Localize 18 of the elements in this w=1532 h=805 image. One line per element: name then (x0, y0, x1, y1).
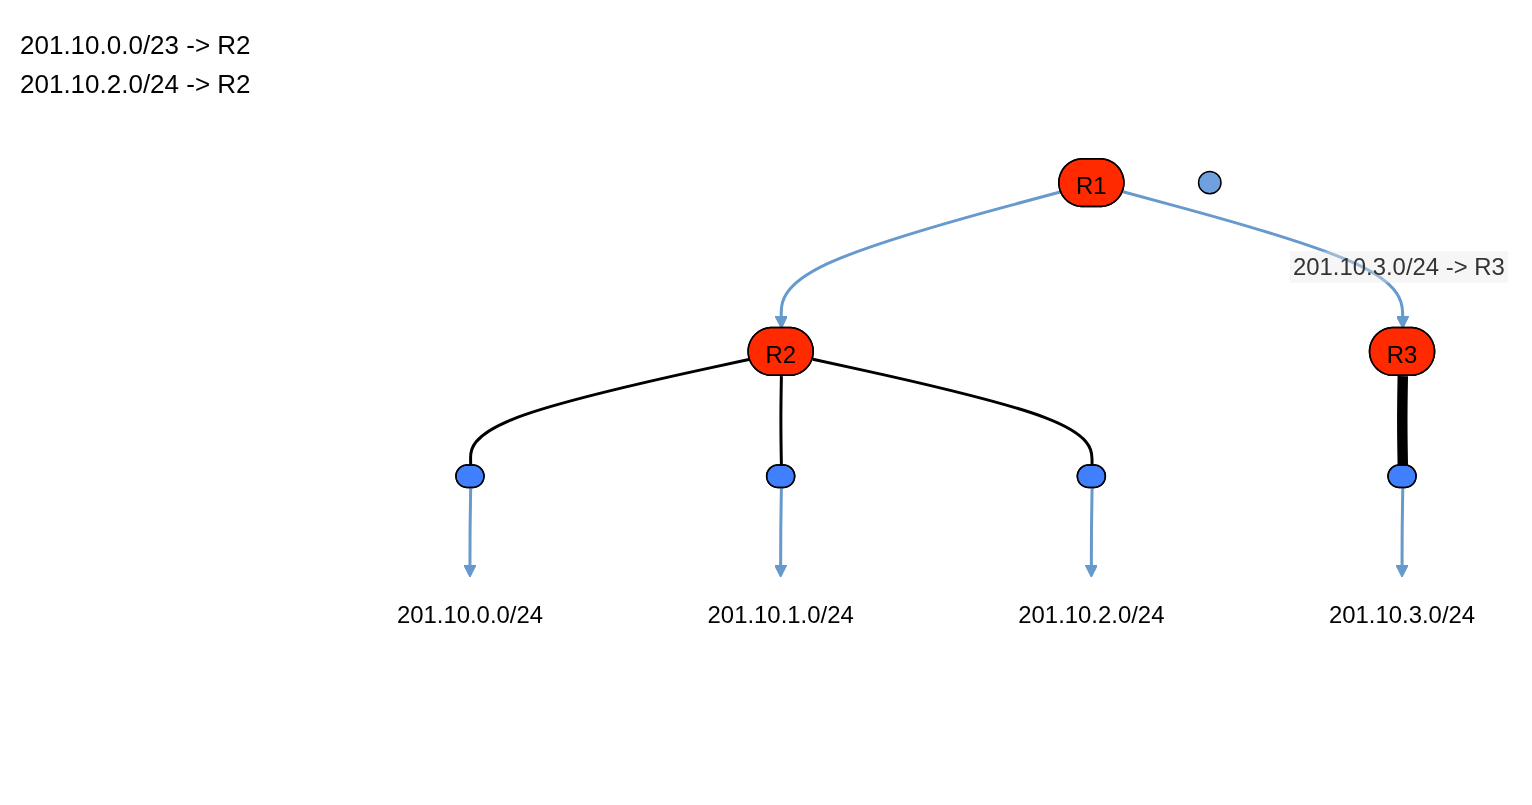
connector (469, 357, 751, 466)
route-entry: 201.10.2.0/24 -> R2 (20, 69, 252, 100)
arrow (774, 487, 788, 578)
node-text: 201.10.3.0/24 (1328, 600, 1476, 628)
arrow (1395, 487, 1409, 578)
connector (1397, 375, 1409, 466)
node-text: 201.10.2.0/24 (1018, 600, 1165, 628)
route-entry: 201.10.0.0/23 -> R2 (20, 30, 252, 61)
connector (812, 357, 1094, 466)
edge-label: 201.10.3.0/24 -> R3 (1292, 252, 1505, 280)
arrow (1084, 487, 1098, 578)
node-text: 201.10.1.0/24 (707, 600, 854, 628)
arrow (1122, 189, 1410, 329)
node-text: 201.10.0.0/24 (396, 600, 544, 628)
node-circle (1197, 170, 1222, 195)
connector (779, 375, 783, 466)
arrow (774, 189, 1062, 329)
arrow (463, 487, 477, 578)
